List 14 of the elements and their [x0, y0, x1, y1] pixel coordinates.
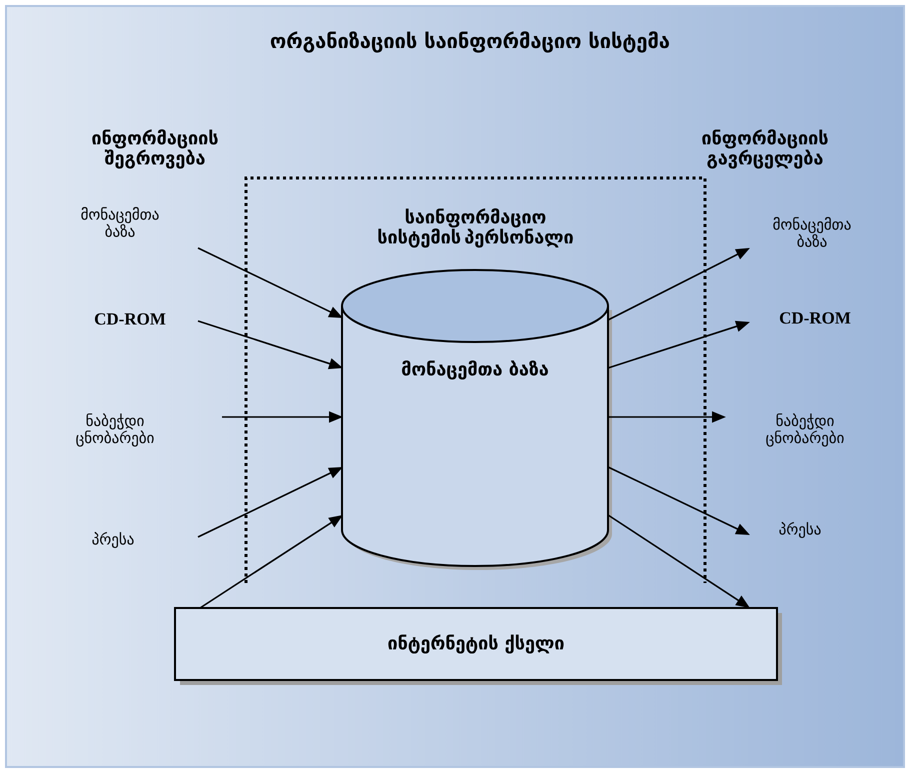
database-cylinder: მონაცემთა ბაზა — [341, 269, 612, 570]
section-heading: ინფორმაციის შეგროვება — [92, 129, 218, 169]
source-label: CD-ROM — [780, 312, 850, 324]
source-label: ნაბეჭდი ცნობარები — [76, 413, 154, 447]
title: ორგანიზაციის საინფორმაციო სისტემა — [270, 31, 669, 53]
source-label: CD-ROM — [94, 313, 166, 325]
source-label: პრესა — [92, 532, 134, 548]
source-label: მონაცემთა ბაზა — [773, 217, 851, 247]
source-label: პრესა — [779, 522, 821, 538]
source-label: მონაცემთა ბაზა — [81, 207, 159, 237]
source-label: ნაბეჭდი ცნობარები — [766, 413, 844, 447]
network-box: ინტერნეტის ქსელი — [174, 607, 782, 685]
frame-heading: საინფორმაციო სისტემის პერსონალი — [378, 208, 573, 248]
section-heading: ინფორმაციის გავრცელება — [702, 129, 828, 169]
